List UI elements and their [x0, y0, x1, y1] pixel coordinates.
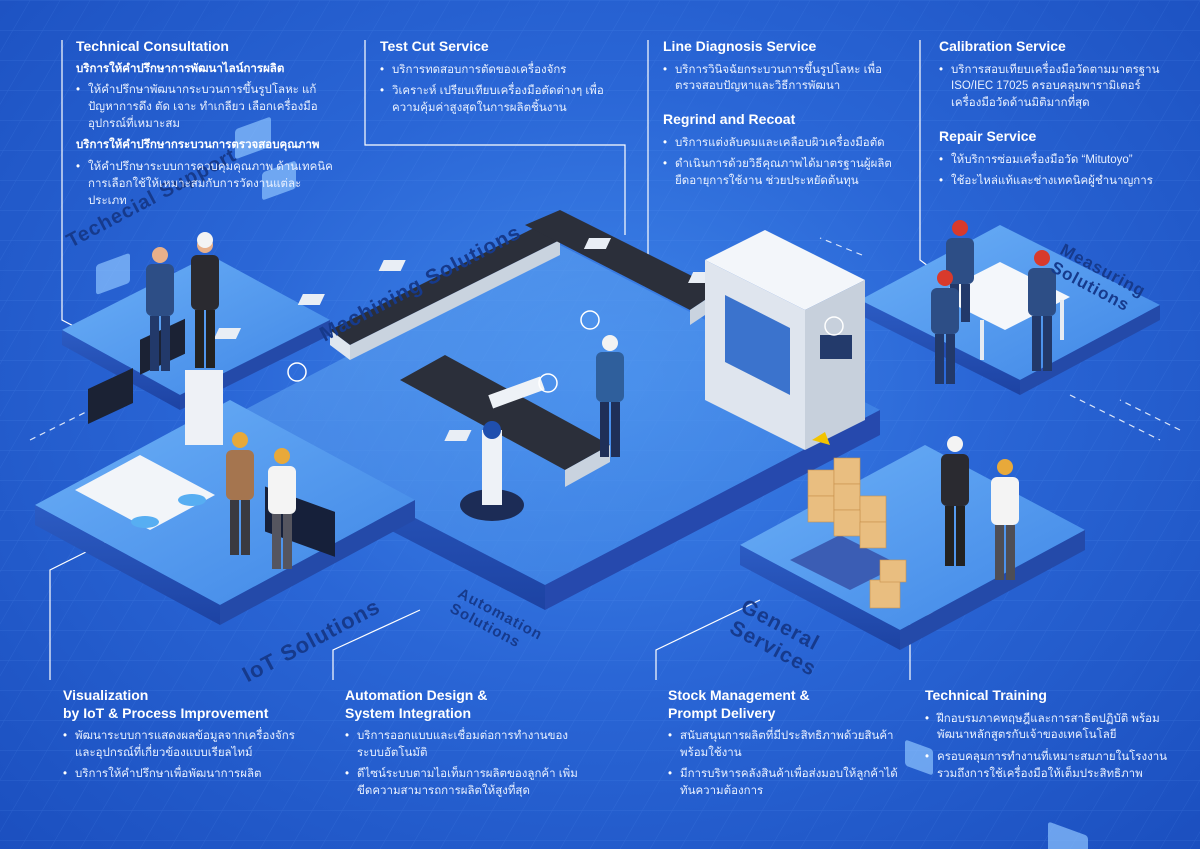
visualization-title-line2: by IoT & Process Improvement [63, 704, 269, 721]
training-title: Technical Training [925, 687, 1047, 703]
stock-block: Stock Management &Prompt Delivery สนับสน… [668, 687, 898, 805]
worker-machining [596, 335, 624, 457]
connector-lines [49, 40, 976, 680]
repair-item-1: ให้บริการซ่อมเครื่องมือวัด “Mitutoyo” [939, 152, 1169, 169]
iot-platform [35, 400, 415, 625]
visualization-item-1: พัฒนาระบบการแสดงผลข้อมูลจากเครื่องจักรแล… [63, 728, 313, 761]
technical-consultation-title: Technical Consultation [76, 38, 229, 54]
worker-iot-2 [268, 448, 296, 569]
worker-support-2 [191, 232, 219, 368]
visualization-title-line1: Visualization [63, 687, 149, 703]
repair-title: Repair Service [939, 128, 1037, 144]
technical-consultation-sub2: บริการให้คำปรึกษากระบวนการตรวจสอบคุณภาพ [76, 139, 320, 152]
regrind-block: Regrind and Recoat บริการแต่งลับคมและเคล… [663, 111, 903, 195]
stock-title-line1: Stock Management & [668, 687, 810, 703]
dashed-guides [29, 237, 1181, 441]
training-block: Technical Training ฝึกอบรมภาคทฤษฎีและการ… [925, 687, 1175, 787]
calibration-item-1: บริการสอบเทียบเครื่องมือวัดตามมาตรฐาน IS… [939, 62, 1169, 112]
automation-design-title-line1: Automation Design & [345, 687, 488, 703]
stock-item-1: สนับสนุนการผลิตที่มีประสิทธิภาพด้วยสินค้… [668, 728, 898, 761]
worker-support-1 [146, 247, 174, 371]
automation-design-item-1: บริการออกแบบและเชื่อมต่อการทำงานของระบบอ… [345, 728, 580, 761]
test-cut-item-1: บริการทดสอบการตัดของเครื่องจักร [380, 62, 610, 79]
stock-cart [790, 457, 907, 609]
calibration-title: Calibration Service [939, 38, 1066, 54]
line-diagnosis-title: Line Diagnosis Service [663, 38, 817, 54]
test-cut-title: Test Cut Service [380, 38, 489, 54]
automation-design-block: Automation Design &System Integration บร… [345, 687, 580, 805]
robot-arm [460, 376, 545, 521]
line-diagnosis-block: Line Diagnosis Service บริการวินิจฉัยกระ… [663, 38, 898, 100]
training-item-1: ฝึกอบรมภาคทฤษฎีและการสาธิตปฏิบัติ พร้อมพ… [925, 711, 1175, 744]
regrind-title: Regrind and Recoat [663, 111, 796, 127]
stock-title: Stock Management &Prompt Delivery [668, 687, 898, 722]
training-item-2: ครอบคลุมการทำงานที่เหมาะสมภายในโรงงาน รว… [925, 749, 1175, 782]
technical-consultation-sub2-item: ให้คำปรึกษาระบบการควบคุมคุณภาพ ด้านเทคนิ… [76, 159, 338, 209]
calibration-block: Calibration Service บริการสอบเทียบเครื่อ… [939, 38, 1169, 117]
visualization-item-2: บริการให้คำปรึกษาเพื่อพัฒนาการผลิต [63, 766, 313, 783]
worker-measuring-3 [1028, 250, 1056, 371]
regrind-item-1: บริการแต่งลับคมและเคลือบผิวเครื่องมือตัด [663, 135, 903, 152]
test-cut-block: Test Cut Service บริการทดสอบการตัดของเคร… [380, 38, 610, 122]
technical-consultation-sub1: บริการให้คำปรึกษาการพัฒนาไลน์การผลิต [76, 62, 285, 75]
worker-iot-1 [226, 432, 254, 555]
stock-item-2: มีการบริหารคลังสินค้าเพื่อส่งมอบให้ลูกค้… [668, 766, 898, 799]
workers [146, 220, 1056, 580]
test-cut-item-2: วิเคราะห์ เปรียบเทียบเครื่องมือตัดต่างๆ … [380, 83, 610, 116]
repair-item-2: ใช้อะไหล่แท้และช่างเทคนิคผู้ชำนาญการ [939, 173, 1169, 190]
worker-general-2 [991, 459, 1019, 580]
line-diagnosis-item-1: บริการวินิจฉัยกระบวนการขึ้นรูปโลหะ เพื่อ… [663, 62, 898, 95]
technical-consultation-block: Technical Consultation บริการให้คำปรึกษา… [76, 38, 338, 214]
automation-design-title-line2: System Integration [345, 704, 472, 721]
cnc-machine [705, 230, 865, 450]
conveyor-system [213, 210, 720, 487]
stock-title-line2: Prompt Delivery [668, 704, 776, 721]
automation-design-title: Automation Design &System Integration [345, 687, 580, 722]
wifi-icons [287, 310, 844, 393]
technical-consultation-sub1-item: ให้คำปรึกษาพัฒนากระบวนการขึ้นรูปโลหะ แก้… [76, 82, 338, 132]
worker-general-1 [941, 436, 969, 566]
repair-block: Repair Service ให้บริการซ่อมเครื่องมือวั… [939, 128, 1169, 195]
worker-measuring-2 [931, 270, 959, 384]
automation-design-item-2: ดีไซน์ระบบตามไอเท็มการผลิตของลูกค้า เพิ่… [345, 766, 580, 799]
regrind-item-2: ดำเนินการด้วยวิธีคุณภาพได้มาตรฐานผู้ผลิต… [663, 156, 903, 189]
